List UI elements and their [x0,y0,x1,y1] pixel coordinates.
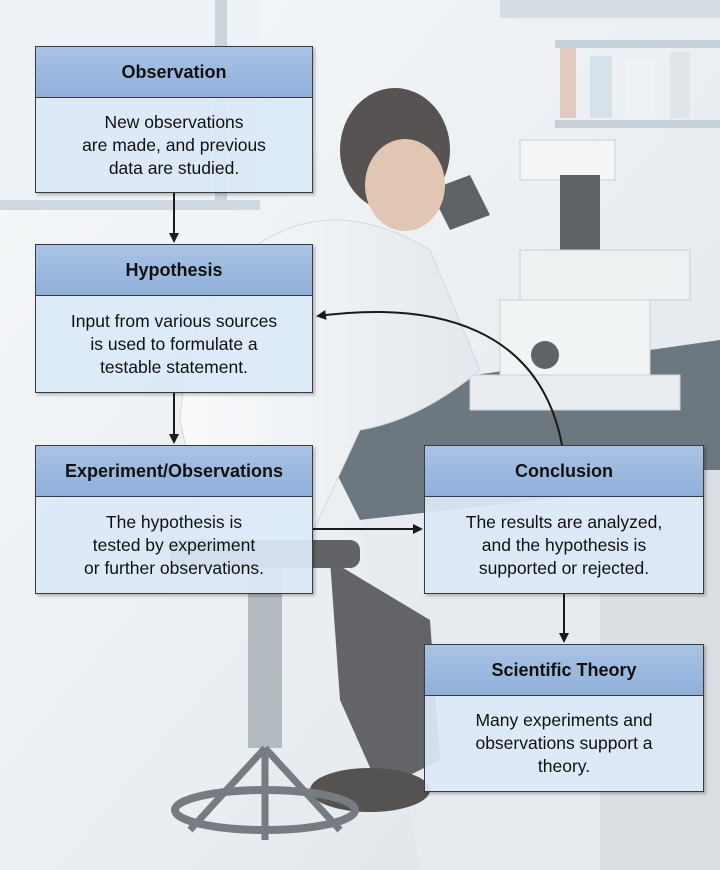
experiment-box: Experiment/Observations The hypothesis i… [35,445,313,594]
observation-box: Observation New observations are made, a… [35,46,313,193]
hypothesis-line: is used to formulate a [90,333,257,356]
hypothesis-description: Input from various sources is used to fo… [36,296,312,392]
scientific-theory-line: Many experiments and [475,709,652,732]
conclusion-description: The results are analyzed, and the hypoth… [425,497,703,593]
hypothesis-line: Input from various sources [71,310,277,333]
hypothesis-line: testable statement. [100,356,248,379]
conclusion-box: Conclusion The results are analyzed, and… [424,445,704,594]
experiment-line: The hypothesis is [106,511,242,534]
experiment-title: Experiment/Observations [36,446,312,497]
scientific-theory-title: Scientific Theory [425,645,703,696]
observation-line: data are studied. [109,157,239,180]
conclusion-line: supported or rejected. [479,557,649,580]
scientific-theory-line: theory. [538,755,590,778]
observation-title: Observation [36,47,312,98]
experiment-line: tested by experiment [93,534,255,557]
hypothesis-title: Hypothesis [36,245,312,296]
experiment-description: The hypothesis is tested by experiment o… [36,497,312,593]
observation-line: are made, and previous [82,134,266,157]
scientific-theory-box: Scientific Theory Many experiments and o… [424,644,704,792]
hypothesis-box: Hypothesis Input from various sources is… [35,244,313,393]
conclusion-title: Conclusion [425,446,703,497]
scientific-theory-description: Many experiments and observations suppor… [425,696,703,791]
observation-line: New observations [104,111,243,134]
observation-description: New observations are made, and previous … [36,98,312,192]
experiment-line: or further observations. [84,557,264,580]
conclusion-line: The results are analyzed, [466,511,663,534]
scientific-theory-line: observations support a [475,732,652,755]
conclusion-line: and the hypothesis is [482,534,646,557]
